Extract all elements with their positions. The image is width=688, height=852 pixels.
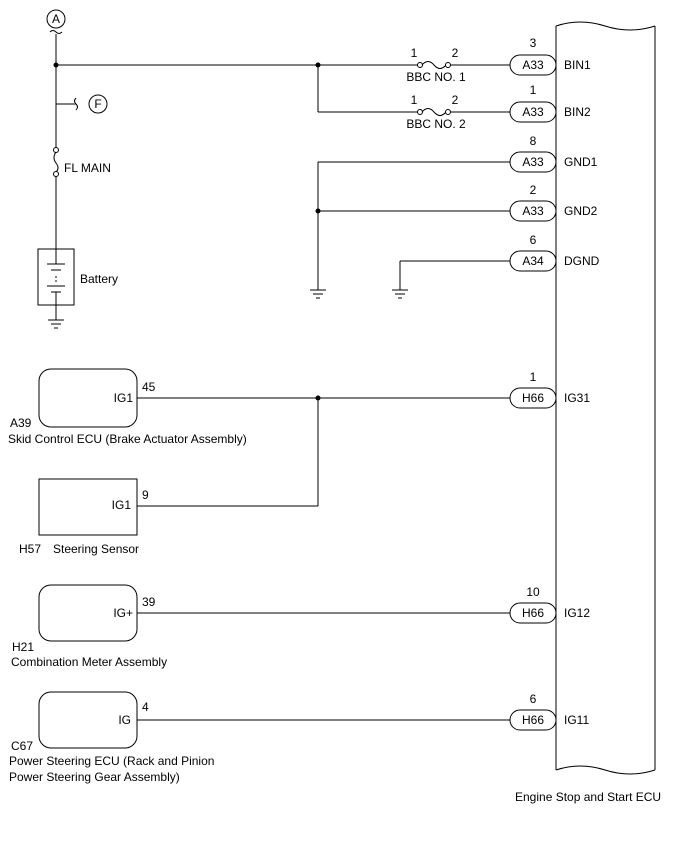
ecu-connector-ig31: H66 1 IG31 (509, 370, 590, 409)
ecu-terminal-ig31: IG31 (564, 391, 590, 405)
ecu-connector-gnd2-pin: 2 (530, 183, 537, 197)
steering-sensor-terminal: IG1 (112, 498, 132, 512)
ecu-connector-ig12: H66 10 IG12 (509, 585, 590, 624)
power-steering-pin: 4 (142, 700, 149, 714)
ecu-terminal-ig12: IG12 (564, 606, 590, 620)
connector-f-label: F (94, 97, 101, 111)
skid-ecu-terminal: IG1 (114, 391, 134, 405)
fl-main-label: FL MAIN (64, 161, 111, 175)
skid-ecu-name: Skid Control ECU (Brake Actuator Assembl… (8, 432, 247, 446)
steering-sensor-code: H57 (19, 542, 41, 556)
connector-a-label: A (52, 12, 60, 26)
ecu-terminal-gnd2: GND2 (564, 204, 598, 218)
connector-f: F (56, 94, 108, 114)
ecu-connector-ig12-id: H66 (522, 606, 544, 620)
component-combination-meter: IG+ (38, 584, 138, 642)
ecu-terminal-dgnd: DGND (564, 254, 600, 268)
ecu-terminal-ig11: IG11 (564, 713, 589, 727)
ecu-connector-gnd2-id: A33 (522, 204, 544, 218)
steering-sensor-pin: 9 (142, 488, 149, 502)
combination-meter-name: Combination Meter Assembly (11, 655, 167, 669)
ecu-connector-bin2-id: A33 (522, 105, 544, 119)
fuse-bbc-no-1 (417, 61, 451, 69)
ecu-connector-ig11-pin: 6 (530, 692, 537, 706)
ecu-connector-dgnd-pin: 6 (530, 233, 537, 247)
ecu-connector-ig11-id: H66 (522, 713, 544, 727)
fuse-2-label: BBC NO. 2 (406, 117, 466, 131)
ecu-terminal-bin2: BIN2 (564, 105, 591, 119)
component-steering-sensor: IG1 (38, 478, 138, 536)
ecu-connector-ig12-pin: 10 (526, 585, 540, 599)
ecu-terminal-gnd1: GND1 (564, 155, 598, 169)
combination-meter-pin: 39 (142, 595, 156, 609)
ecu-connector-ig31-id: H66 (522, 391, 544, 405)
ecu-connector-dgnd: A34 6 DGND (509, 233, 600, 272)
ecu-terminal-bin1: BIN1 (564, 58, 591, 72)
ground-gnd (310, 289, 326, 299)
component-power-steering-ecu: IG (38, 691, 138, 749)
component-skid-control-ecu: IG1 (38, 368, 138, 428)
ecu-connector-bin2: A33 1 BIN2 (509, 83, 591, 123)
ground-dgnd (392, 289, 408, 299)
ecu-connector-bin1: A33 3 BIN1 (509, 36, 591, 76)
ecu-connector-gnd1-id: A33 (522, 155, 544, 169)
ecu-connector-gnd2: A33 2 GND2 (509, 183, 598, 222)
ecu-connector-ig11: H66 6 IG11 (509, 692, 589, 731)
fuse-2-pin-left: 1 (411, 93, 418, 107)
combination-meter-code: H21 (12, 640, 34, 654)
ecu-connector-gnd1-pin: 8 (530, 134, 537, 148)
ecu-connector-dgnd-id: A34 (522, 254, 544, 268)
ecu-connector-bin1-pin: 3 (530, 36, 537, 50)
power-steering-name-line1: Power Steering ECU (Rack and Pinion (9, 754, 214, 768)
fuse-1-label: BBC NO. 1 (406, 70, 466, 84)
fuse-1-pin-right: 2 (452, 46, 459, 60)
fuse-bbc-no-2 (417, 108, 451, 116)
steering-sensor-name: Steering Sensor (53, 542, 139, 556)
ecu-connector-bin1-id: A33 (522, 58, 544, 72)
ground-battery (48, 305, 64, 329)
fl-main-fuse (53, 147, 59, 177)
power-steering-name-line2: Power Steering Gear Assembly) (9, 770, 180, 784)
combination-meter-terminal: IG+ (113, 606, 133, 620)
ecu-name: Engine Stop and Start ECU (515, 790, 661, 804)
ecu-connector-gnd1: A33 8 GND1 (509, 134, 598, 173)
fuse-1-pin-left: 1 (411, 46, 418, 60)
battery-label: Battery (80, 272, 118, 286)
battery (37, 248, 75, 306)
power-steering-code: C67 (11, 739, 33, 753)
connector-a: A (46, 9, 66, 34)
fuse-2-pin-right: 2 (452, 93, 459, 107)
power-steering-terminal: IG (118, 713, 131, 727)
skid-ecu-pin: 45 (142, 380, 156, 394)
skid-ecu-code: A39 (10, 416, 32, 430)
ecu-connector-ig31-pin: 1 (530, 370, 537, 384)
ecu-connector-bin2-pin: 1 (530, 83, 537, 97)
